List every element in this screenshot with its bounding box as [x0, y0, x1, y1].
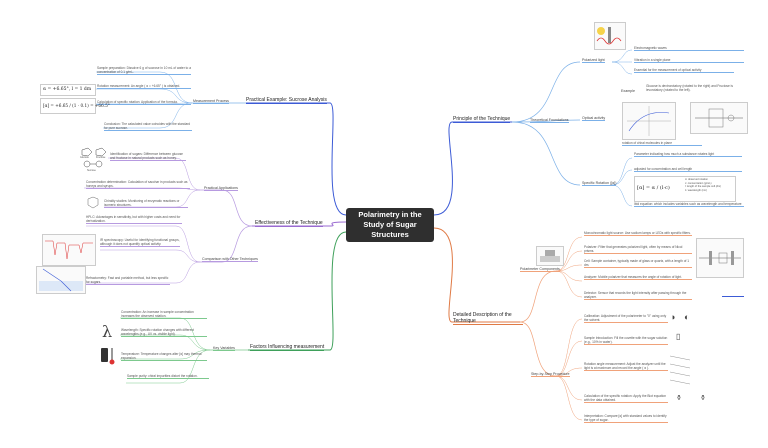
pl-item: Vibration in a single plane: [634, 58, 744, 64]
calibration-dial-icon: ◑: [670, 312, 676, 322]
step-item: Calibration: Adjustment of the polarimet…: [584, 314, 668, 324]
rotation-graph-icon: [627, 106, 671, 136]
measurement-lines: [668, 350, 692, 390]
polarized-light-figure: [594, 22, 626, 50]
formula-box-2: [α] = +6.65 / (1 · 0.1) = +66.5°: [40, 98, 110, 114]
divider: [722, 296, 744, 297]
optical-rotation-chart: [622, 102, 676, 140]
branch-factors[interactable]: Factors Influencing measurement: [250, 344, 325, 351]
measurement-process[interactable]: Measurement Process: [193, 99, 229, 104]
sugar-structures-figure: [78, 146, 108, 174]
step-procedure[interactable]: Step-by-Step Procedure: [531, 372, 570, 377]
calibration-dial-icon: ◐: [684, 312, 690, 322]
step-item: Interpretation: Compare [α] with standar…: [584, 414, 668, 424]
optical-activity[interactable]: Optical activity: [582, 116, 606, 121]
sr-item: Ibid equation: which includes variables …: [634, 202, 744, 208]
branch-principle[interactable]: Principle of the Technique: [453, 116, 511, 123]
flask-icon: ⚱: [676, 395, 682, 402]
icon-label: Glucose: [80, 156, 89, 159]
theoretical-foundations[interactable]: Theoretical Foundations: [530, 118, 569, 123]
step-item: Sample Introduction: Fill the cuvette wi…: [584, 336, 668, 346]
polarimeter-icon: [540, 250, 560, 262]
factor-item: Sample purity: chiral impurities distort…: [127, 374, 209, 380]
thermometer-icon: [101, 348, 115, 365]
molecule-icon: [81, 147, 107, 168]
practical-item: Identification of sugars: Difference bet…: [110, 152, 186, 162]
sr-formula: [α] = α / (l·c): [637, 185, 670, 191]
comparison-item: IR spectroscopy: Useful for identifying …: [100, 238, 180, 248]
component-item: Monochromatic light source: Use sodium l…: [584, 231, 692, 237]
angle-lines-icon: [669, 355, 691, 385]
branch-practical-example[interactable]: Practical Example: Sucrose Analysis: [246, 97, 327, 104]
factor-item: Temperature: Temperature changes alter […: [121, 352, 207, 362]
central-topic[interactable]: Polarimetry in the Study of Sugar Struct…: [346, 208, 434, 242]
plane-rotation-figure: [690, 102, 748, 134]
sr-legend: α: observed rotation c: concentration (g…: [685, 178, 722, 192]
icon-label: Fructose: [96, 156, 106, 159]
flask-icon: ⚱: [700, 395, 706, 402]
factor-item: Concentration: An increase in sample con…: [121, 310, 207, 320]
step-item: Calculation of the specific rotation: Ap…: [584, 394, 668, 404]
pl-item: Electromagnetic waves: [634, 46, 744, 52]
ir-spectrum-figure: [42, 234, 96, 266]
comparison-techniques[interactable]: Comparison with Other Techniques: [202, 257, 258, 262]
formula-box-1: α = +6.65°, l = 1 dm: [40, 84, 96, 96]
sr-item: Parameter indicating how much a substanc…: [634, 152, 742, 158]
practical-item: Chirality studies: Monitoring of enzymat…: [104, 199, 188, 209]
formula-2: [α] = +6.65 / (1 · 0.1) = +66.5°: [43, 103, 110, 108]
thermometer-figure: [98, 346, 120, 366]
formula-1: α = +6.65°, l = 1 dm: [43, 87, 92, 92]
refractometry-figure: [36, 266, 86, 294]
component-item: Cell: Sample container, typically made o…: [584, 259, 692, 269]
lambda-icon: λ: [102, 322, 113, 341]
cuvette-icon: ▯: [676, 332, 681, 341]
specific-rotation[interactable]: Specific Rotation ([α]): [582, 181, 617, 186]
refraction-icon: [39, 268, 83, 292]
specific-rotation-formula: [α] = α / (l·c) α: observed rotation c: …: [634, 176, 736, 202]
sr-item: adjusted for concentration and cell leng…: [634, 167, 742, 173]
step-item: Rotation angle measurement: Adjust the a…: [584, 362, 668, 372]
key-variables[interactable]: Key Variables: [213, 346, 235, 351]
example-item: Conclusion: The calculated value coincid…: [104, 122, 192, 132]
component-item: Detector: Sensor that records the light …: [584, 291, 692, 301]
comparison-item: Refractometry: Fast and portable method,…: [86, 276, 170, 286]
polarized-light[interactable]: Polarized light: [582, 58, 605, 63]
sugar-structure-thumbnail: [86, 196, 100, 210]
component-item: Polarizer: Filter that generates polariz…: [584, 245, 692, 255]
structure-icon: [87, 196, 99, 209]
polarimeter-figure: [536, 246, 564, 266]
components-diagram: [696, 238, 744, 278]
optics-diagram-icon: [699, 251, 741, 265]
pl-item: Essential for the measurement of optical…: [634, 68, 734, 74]
polarimeter-components[interactable]: Polarimeter Components: [520, 267, 560, 272]
example-item: Sample preparation: Dissolve 6 g of sucr…: [97, 66, 191, 76]
icon-label: Sucrose: [87, 169, 96, 172]
example-text: Glucose is dextrorotatory (rotated to th…: [646, 84, 733, 93]
example-label: Example: [621, 89, 635, 93]
example-item: Calculation of specific rotation: Applic…: [97, 100, 191, 106]
plane-rotation-icon: [695, 108, 743, 128]
branch-effectiveness[interactable]: Effectiveness of the Technique: [255, 220, 323, 227]
rotation-text: rotation of chiral molecules in plane: [622, 141, 702, 147]
practical-applications[interactable]: Practical Applications: [204, 186, 238, 191]
branch-detailed[interactable]: Detailed Description of the Technique: [453, 312, 523, 325]
spectrum-icon: [45, 240, 93, 260]
factor-item: Wavelength: Specific rotation changes wi…: [121, 328, 207, 338]
comparison-item: HPLC: Advantages in sensitivity, but wit…: [86, 215, 182, 225]
component-item: Analyzer: Mobile polarizer that measures…: [584, 275, 692, 281]
practical-item: Concentration determination: Calculation…: [86, 180, 190, 190]
light-wave-icon: [596, 27, 622, 45]
example-item: Rotation measurement: An angle ( α = +6.…: [97, 84, 191, 90]
